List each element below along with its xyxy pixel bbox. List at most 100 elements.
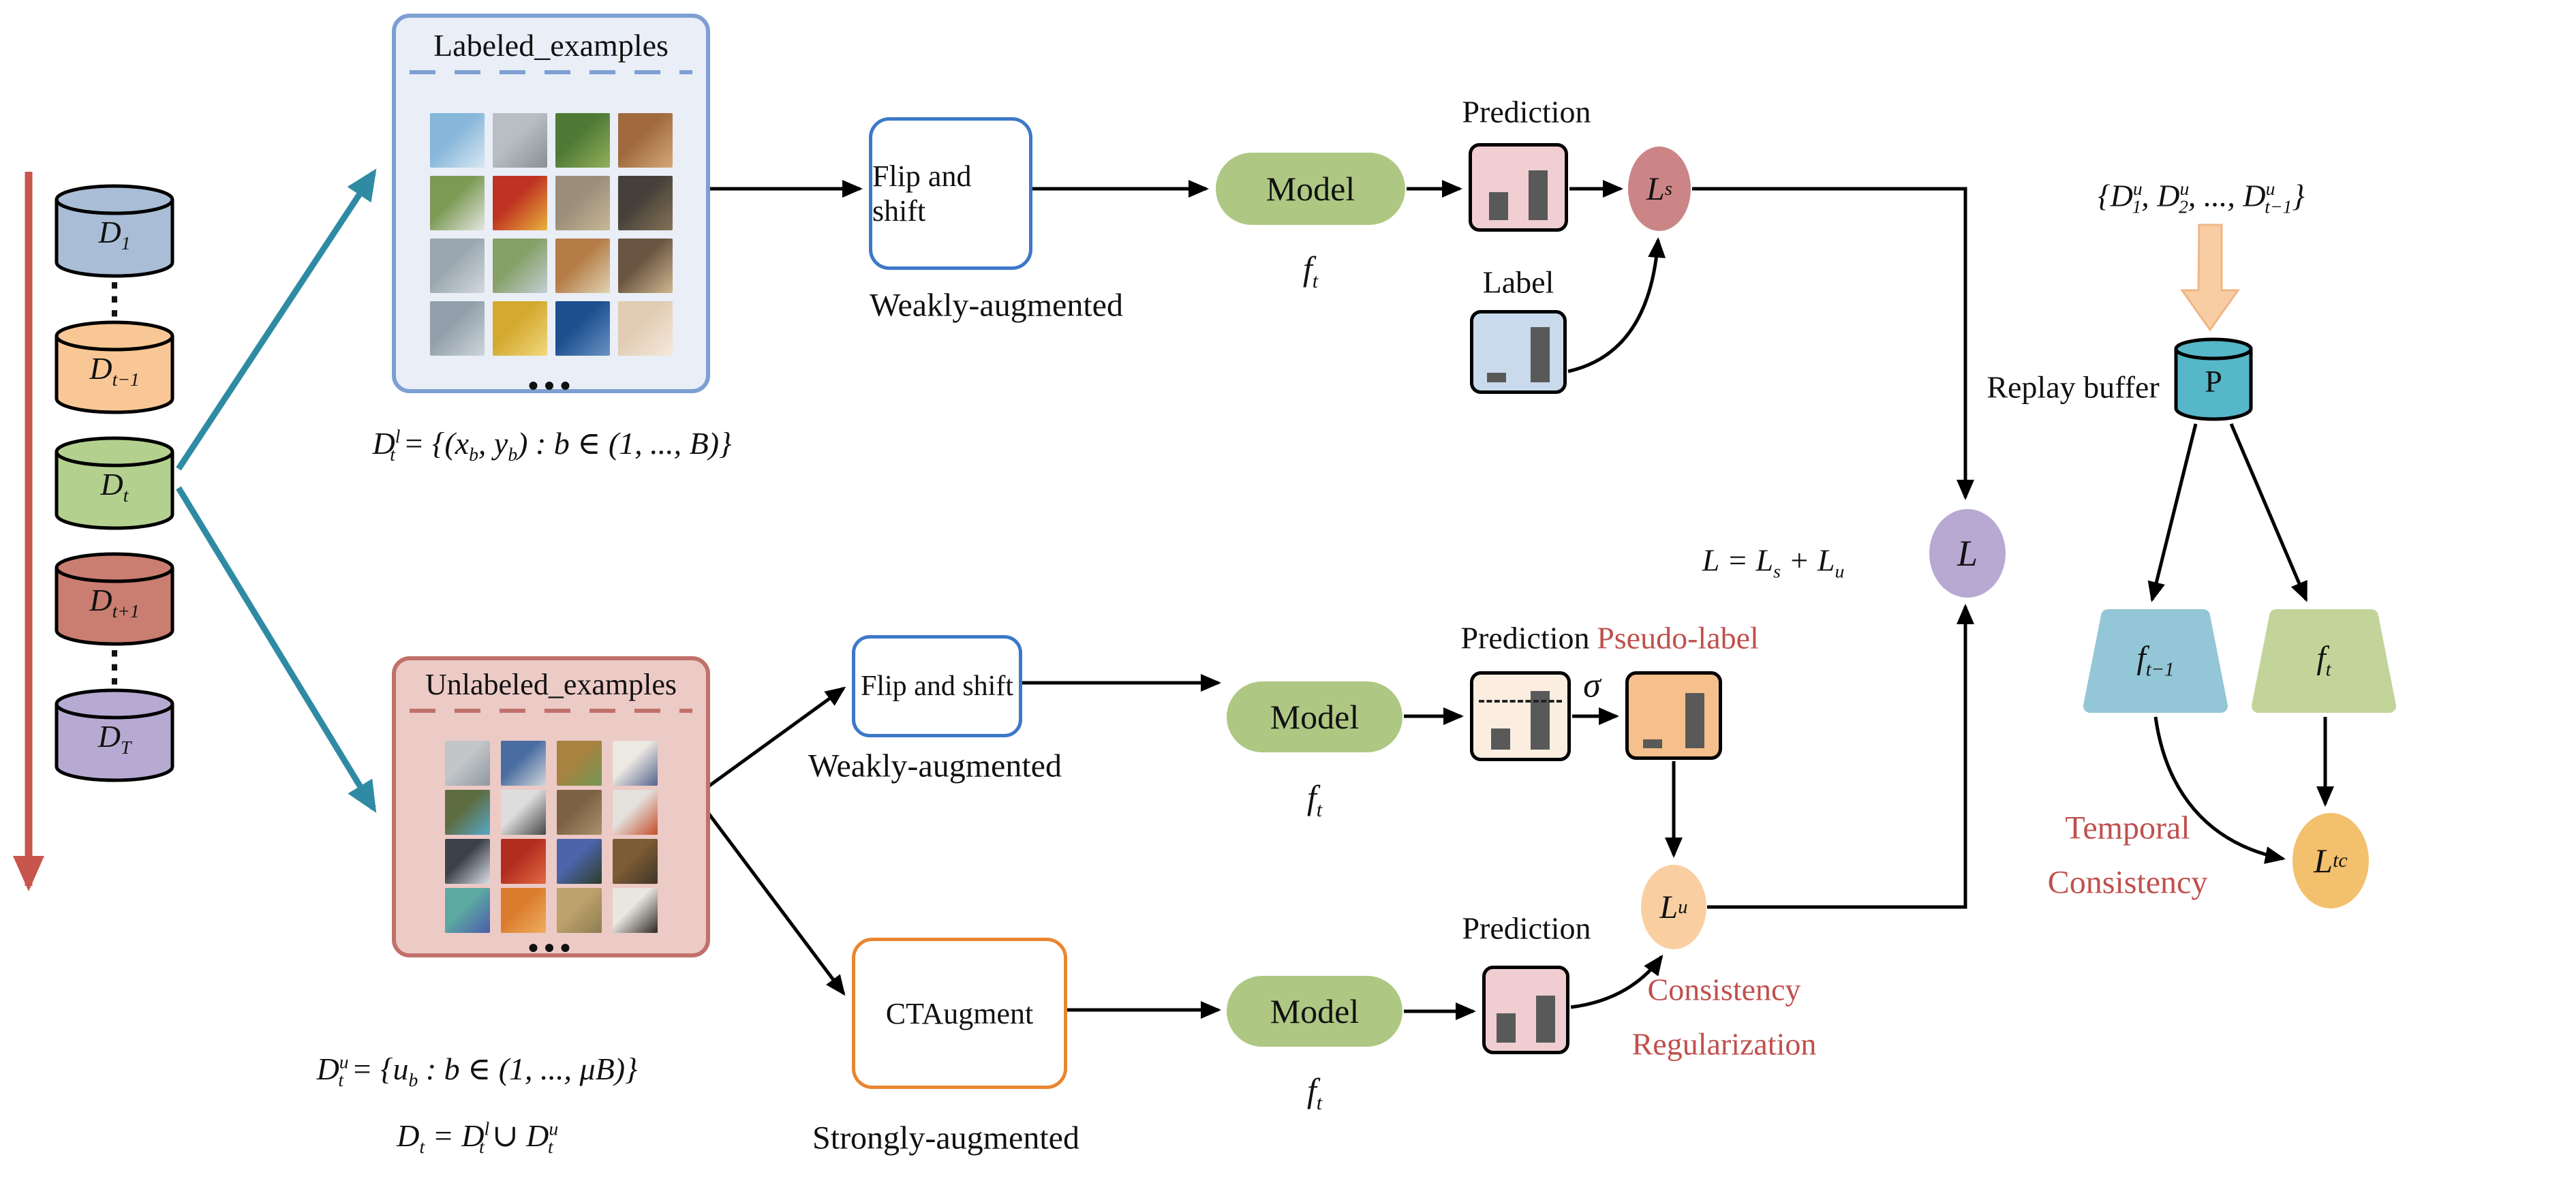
- probability-bar: [1536, 995, 1555, 1043]
- example-thumbnail: [556, 839, 602, 884]
- model-f-label-1: ft: [1302, 249, 1319, 292]
- flip-and-shift-label: Flip and shift: [872, 159, 972, 228]
- flip-and-shift-label: Flip and shift: [860, 671, 1013, 702]
- buffer-name: P: [2205, 364, 2222, 399]
- example-thumbnail: [612, 790, 658, 835]
- example-thumbnail: [429, 301, 485, 356]
- dataset-cylinder-dt: Dt: [55, 436, 174, 533]
- example-thumbnail: [555, 176, 610, 230]
- temporal-consistency-label-line1: Temporal: [2065, 810, 2190, 846]
- dataset-label: Dt: [100, 467, 129, 506]
- model-pill-2: Model: [1227, 681, 1402, 752]
- example-thumbnail: [617, 176, 673, 230]
- dataset-cylinder-dt+1: Dt+1: [55, 552, 174, 649]
- label-title: Label: [1482, 264, 1554, 300]
- example-thumbnail: [500, 888, 546, 933]
- probability-bar: [1491, 728, 1510, 750]
- example-thumbnail: [617, 301, 673, 356]
- example-thumbnail: [555, 113, 610, 168]
- example-thumbnail: [555, 239, 610, 293]
- pseudo-label-title: Pseudo-label: [1597, 620, 1759, 656]
- dataset-union-formula: Dt = Dlt ∪ Dut: [397, 1118, 559, 1158]
- probability-bar: [1497, 1013, 1516, 1043]
- example-thumbnail: [429, 239, 485, 293]
- prediction-chart-weak: [1470, 671, 1571, 761]
- dashed-separator: [410, 70, 692, 74]
- example-thumbnail: [492, 176, 547, 230]
- pseudo-label-chart: [1625, 671, 1722, 760]
- unlabeled-image-grid: [396, 741, 706, 933]
- unlabeled-set-formula: Dut = {ub : b ∈ (1, ..., μB)}: [316, 1051, 638, 1091]
- model-trapezoid-previous: ft−1: [2081, 606, 2230, 716]
- arrow-p-to-fprev: [2147, 423, 2198, 602]
- loss-sum-formula: L = Ls + Lu: [1702, 542, 1845, 582]
- dataset-label: DT: [97, 719, 132, 758]
- prediction-title-3: Prediction: [1462, 910, 1591, 946]
- example-thumbnail: [556, 741, 602, 786]
- labeled-examples-title: Labeled_examples: [433, 28, 669, 63]
- unlabeled-grid-ellipsis: ...: [527, 907, 575, 963]
- example-thumbnail: [444, 839, 490, 884]
- dataset-label: D1: [98, 215, 131, 254]
- dataset-label: Dt+1: [89, 583, 140, 622]
- labeled-grid-ellipsis: ...: [527, 345, 575, 401]
- model-trapezoid-current: ft: [2249, 606, 2399, 716]
- example-thumbnail: [612, 839, 658, 884]
- confidence-threshold-line: [1479, 699, 1562, 703]
- consistency-regularization-label-line2: Regularization: [1631, 1026, 1817, 1062]
- labeled-examples-box: Labeled_examples ...: [392, 14, 710, 401]
- temporal-consistency-label-line2: Consistency: [2047, 864, 2208, 901]
- labeled-set-formula: Dlt = {(xb, yb) : b ∈ (1, ..., B)}: [372, 425, 732, 465]
- example-thumbnail: [500, 741, 546, 786]
- stream-ellipsis-bottom: ⋮: [94, 644, 135, 689]
- dataset-label: Dt−1: [89, 351, 140, 390]
- model-label: Model: [1266, 170, 1355, 208]
- unlabeled-examples-box: Unlabeled_examples ...: [392, 656, 710, 963]
- replay-buffer-cylinder: P: [2174, 337, 2253, 423]
- example-thumbnail: [492, 239, 547, 293]
- prediction-chart-labeled: [1469, 143, 1568, 232]
- model-pill-1: Model: [1216, 153, 1405, 225]
- prediction-title-1: Prediction: [1462, 94, 1591, 129]
- arrow-ls-to-l: [1692, 187, 1974, 500]
- arrow-unlabeled-to-ct: [703, 807, 846, 996]
- probability-bar: [1487, 372, 1506, 382]
- example-thumbnail: [444, 790, 490, 835]
- f-previous-label: ft−1: [2136, 640, 2175, 681]
- weakly-augmented-label-1: Weakly-augmented: [870, 287, 1123, 324]
- stream-ellipsis-top: ⋮: [94, 276, 135, 321]
- dashed-separator: [410, 709, 692, 713]
- example-thumbnail: [555, 301, 610, 356]
- flip-and-shift-box-1: Flip and shift: [869, 117, 1032, 270]
- replay-buffer-label: Replay buffer: [1987, 369, 2160, 405]
- example-thumbnail: [500, 790, 546, 835]
- model-label: Model: [1270, 992, 1360, 1030]
- flip-and-shift-box-2: Flip and shift: [852, 635, 1022, 737]
- example-thumbnail: [617, 113, 673, 168]
- replay-set-formula: {Du1, Du2, ..., Dut−1}: [2098, 178, 2305, 217]
- example-thumbnail: [492, 113, 547, 168]
- probability-bar: [1685, 693, 1704, 748]
- model-f-label-2: ft: [1306, 778, 1323, 821]
- sigma-label: σ: [1583, 666, 1601, 705]
- loss-total-node: L: [1929, 509, 2006, 598]
- model-pill-3: Model: [1227, 976, 1402, 1047]
- example-thumbnail: [612, 741, 658, 786]
- f-current-label: ft: [2316, 640, 2331, 681]
- probability-bar: [1643, 739, 1662, 748]
- model-label: Model: [1270, 698, 1360, 736]
- example-thumbnail: [500, 839, 546, 884]
- probability-bar: [1489, 191, 1508, 220]
- consistency-regularization-label-line1: Consistency: [1647, 972, 1801, 1007]
- branch-arrow-unlabeled: [176, 486, 377, 813]
- strongly-augmented-label: Strongly-augmented: [812, 1120, 1079, 1156]
- example-thumbnail: [556, 888, 602, 933]
- example-thumbnail: [617, 239, 673, 293]
- label-chart: [1470, 310, 1567, 394]
- example-thumbnail: [492, 301, 547, 356]
- example-thumbnail: [429, 176, 485, 230]
